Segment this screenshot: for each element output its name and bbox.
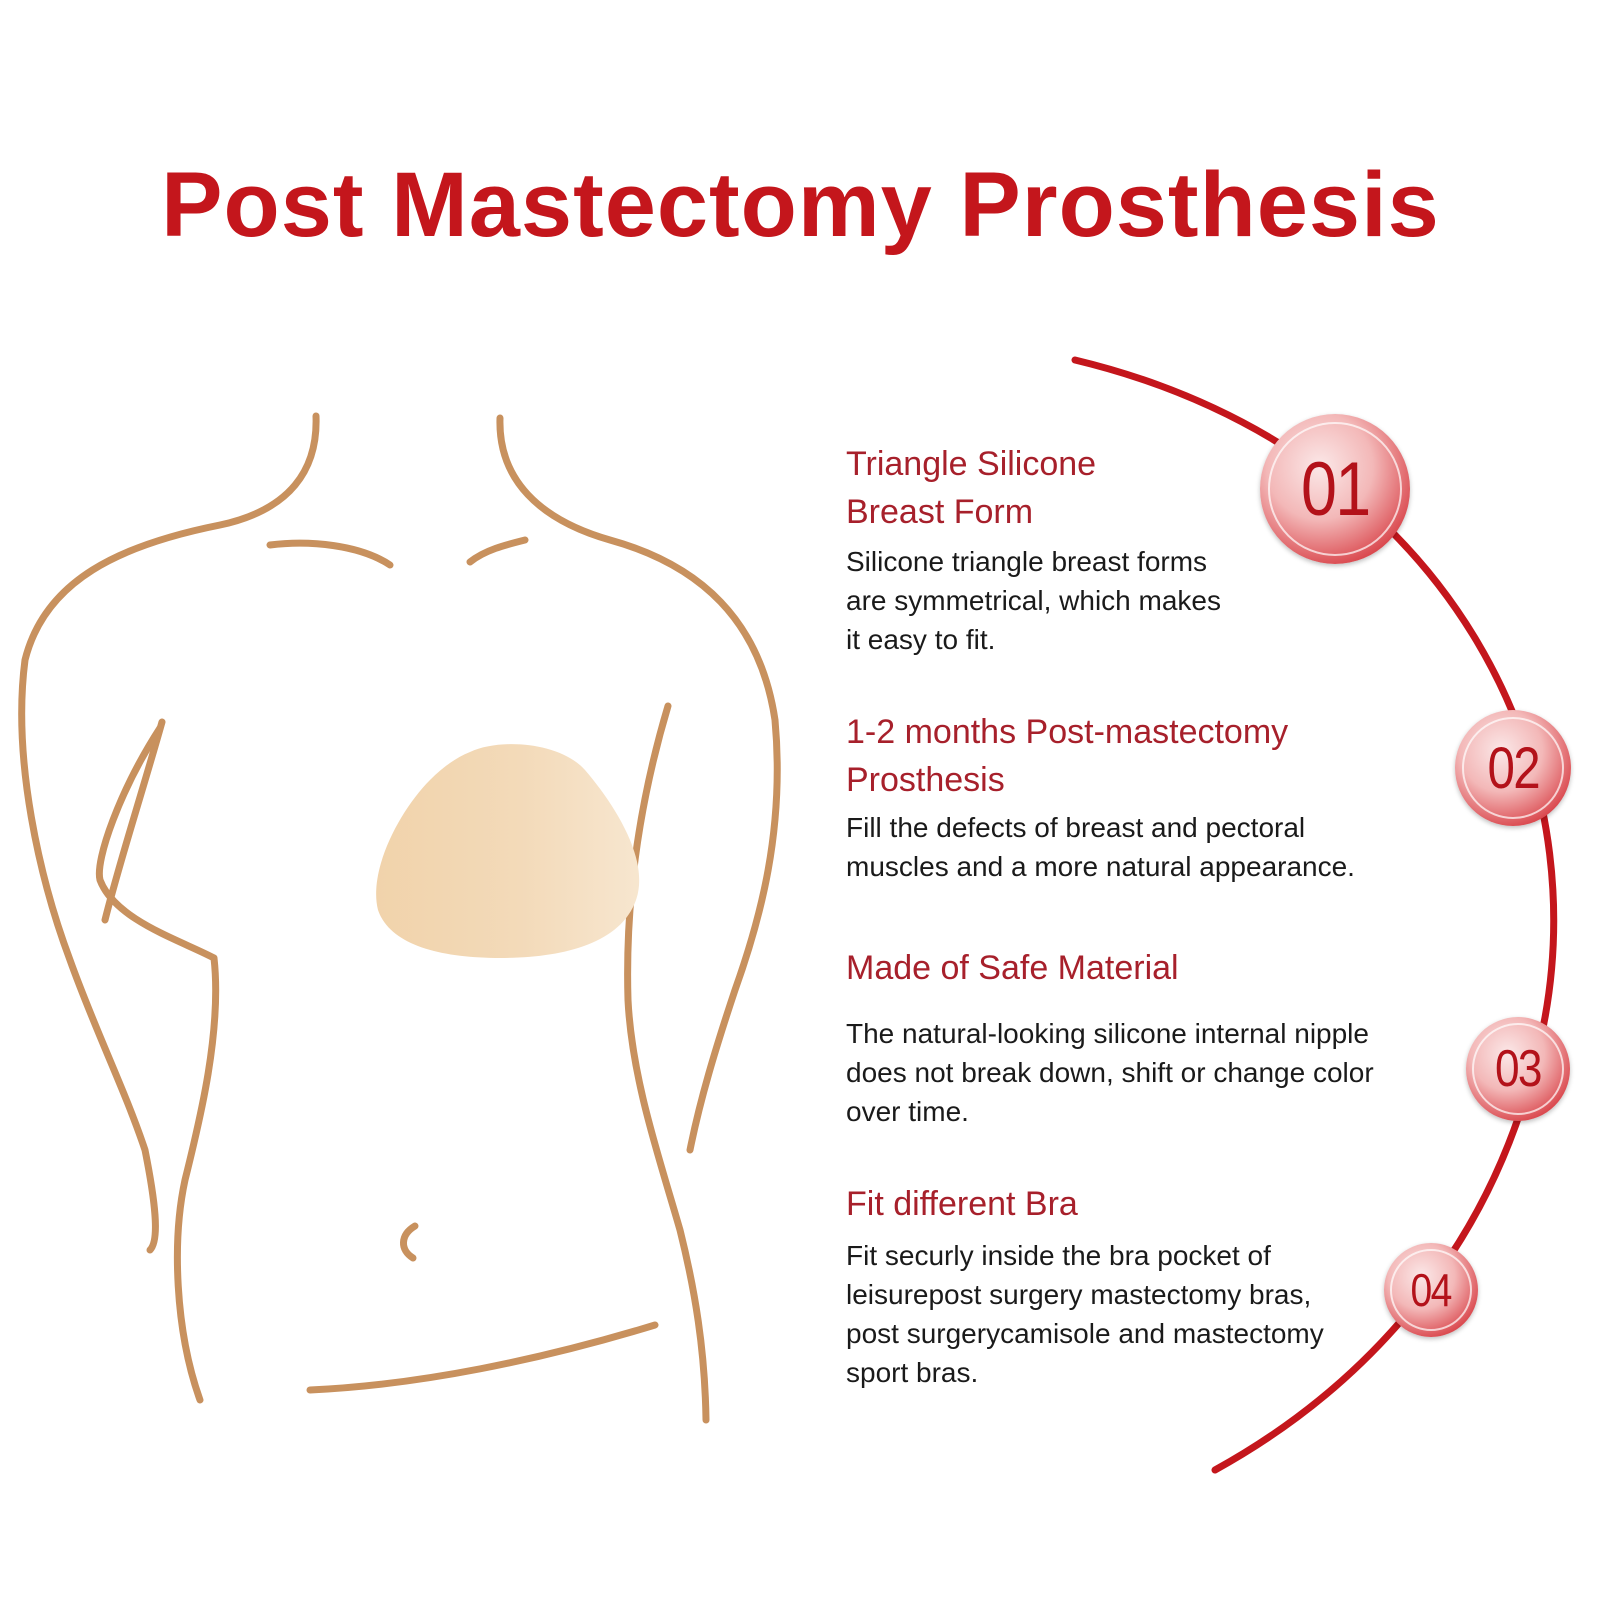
feature-description: Silicone triangle breast forms are symme… [846, 546, 1221, 655]
feature-title: Made of Safe Material [846, 949, 1179, 987]
number-badge-01: 01 [1260, 414, 1410, 564]
feature-description: Fill the defects of breast and pectoral … [846, 812, 1355, 882]
feature-title: Triangle Silicone Breast Form [846, 445, 1097, 531]
feature-description: Fit securly inside the bra pocket of lei… [846, 1240, 1324, 1388]
badge-ring [1462, 717, 1564, 819]
torso-outline-icon [18, 412, 781, 1424]
number-badge-04: 04 [1384, 1243, 1478, 1337]
feature-item: Fit different Bra Fit securly inside the… [846, 1180, 1324, 1392]
feature-title: Fit different Bra [846, 1185, 1078, 1223]
feature-item: 1-2 months Post-mastectomy Prosthesis Fi… [846, 708, 1355, 886]
badge-number: 02 [1487, 735, 1540, 801]
page-title: Post Mastectomy Prosthesis [161, 154, 1440, 256]
badge-number: 04 [1410, 1264, 1453, 1316]
number-badge-03: 03 [1466, 1017, 1570, 1121]
badge-ring [1390, 1249, 1472, 1331]
badge-ring [1268, 422, 1402, 556]
feature-title: 1-2 months Post-mastectomy Prosthesis [846, 713, 1289, 799]
badge-ring [1472, 1023, 1564, 1115]
feature-description: The natural-looking silicone internal ni… [846, 1018, 1374, 1127]
number-badge-02: 02 [1455, 710, 1571, 826]
badge-number: 03 [1495, 1040, 1542, 1098]
feature-item: Triangle Silicone Breast Form Silicone t… [846, 440, 1221, 659]
badge-number: 01 [1300, 446, 1371, 532]
feature-item: Made of Safe Material The natural-lookin… [846, 944, 1374, 1131]
prosthesis-form-icon [376, 744, 640, 958]
